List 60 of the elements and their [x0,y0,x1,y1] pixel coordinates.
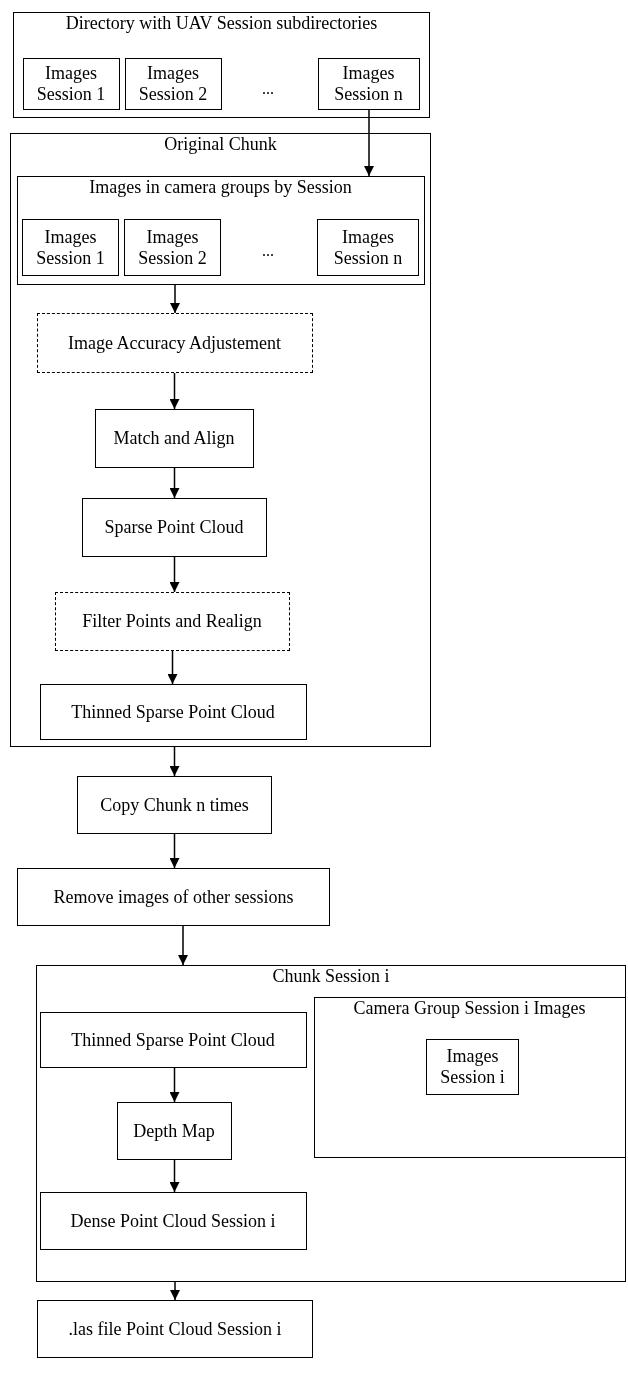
optional-step-box [54,591,290,651]
step-label: Images Session 1 [35,62,107,105]
process-box [426,1039,519,1095]
process-box [22,219,119,276]
step-label: Images Session 2 [137,62,209,105]
arrow [169,372,180,410]
arrow [169,833,180,869]
group-title: Original Chunk [163,134,278,155]
process-box [39,1191,307,1250]
arrow [169,1067,180,1103]
group-title: Chunk Session i [271,966,391,987]
group-box [16,175,425,285]
step-label: Images Session 1 [35,226,106,269]
step-label: Sparse Point Cloud [103,516,245,538]
group-title: Images in camera groups by Session [88,176,353,198]
optional-step-box [36,312,313,373]
group-box [10,133,431,747]
step-label: Dense Point Cloud Session i [69,1210,277,1231]
process-box [317,57,420,110]
step-label: Thinned Sparse Point Cloud [70,701,276,722]
step-label: Copy Chunk n times [99,794,250,816]
process-box [39,683,307,740]
step-label: .las file Point Cloud Session i [67,1318,283,1340]
process-box [39,1011,307,1068]
arrow [178,925,188,966]
group-title: Directory with UAV Session subdirectories [64,13,379,34]
arrow [169,467,180,499]
group-box [313,996,626,1158]
process-box [17,868,330,926]
ellipsis-text: ... [262,80,274,98]
step-label: Images Session n [333,62,404,105]
arrow [169,746,180,777]
arrow [167,650,178,685]
step-label: Depth Map [132,1120,216,1141]
process-box [124,219,221,276]
arrow [170,284,180,314]
group-title: Camera Group Session i Images [352,997,587,1019]
step-label: Filter Points and Realign [81,610,263,632]
process-box [116,1101,232,1160]
step-label: Thinned Sparse Point Cloud [70,1029,276,1050]
step-label: Image Accuracy Adjustement [67,332,282,353]
step-label: Images Session i [439,1046,506,1088]
process-box [37,1300,313,1358]
step-label: Remove images of other sessions [52,886,295,908]
arrow [364,109,374,177]
ellipsis-text: ... [262,242,274,260]
arrow [169,556,180,593]
step-label: Images Session 2 [137,226,208,269]
process-box [124,57,222,110]
step-label: Match and Align [112,427,236,449]
step-label: Images Session n [332,226,404,269]
process-box [77,776,272,834]
process-box [317,219,419,276]
arrow [169,1159,180,1193]
arrow [170,1281,180,1301]
process-box [22,57,120,110]
process-box [81,497,267,557]
group-box [36,965,626,1282]
process-box [94,408,254,468]
group-box [13,12,430,118]
